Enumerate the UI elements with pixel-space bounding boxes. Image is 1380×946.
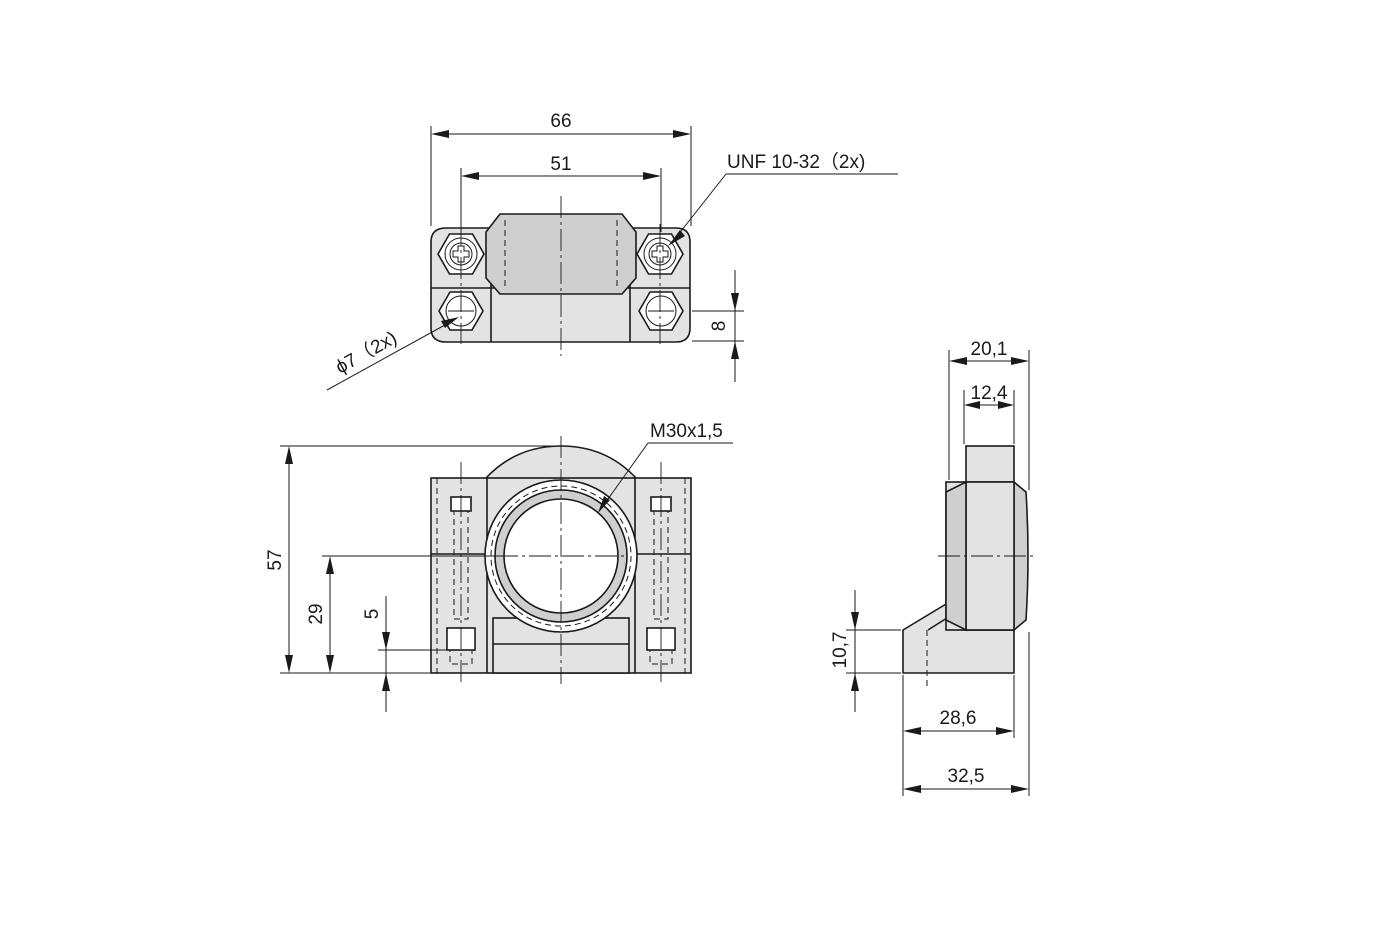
dim-20-1: 20,1 <box>971 339 1008 360</box>
dim-12-4: 12,4 <box>971 383 1008 404</box>
dim-29: 29 <box>306 603 327 624</box>
dim-10-7: 10,7 <box>830 632 851 669</box>
dim-28-6: 28,6 <box>940 708 977 729</box>
dim-32-5: 32,5 <box>948 766 985 787</box>
front-view <box>430 436 692 684</box>
top-view <box>430 196 691 356</box>
side-view <box>902 445 1036 688</box>
dim-5: 5 <box>362 609 383 620</box>
dim-66: 66 <box>550 111 571 132</box>
dim-51: 51 <box>550 154 571 175</box>
side-view-dimensions: 20,1 12,4 10,7 28,6 32,5 <box>830 339 1030 796</box>
dim-8: 8 <box>709 321 730 332</box>
callout-hole: ϕ7（2x) <box>332 327 401 379</box>
front-view-dimensions: M30x1,5 57 29 5 <box>265 421 733 712</box>
dim-57: 57 <box>265 549 286 570</box>
top-view-boss <box>485 213 637 295</box>
callout-unf: UNF 10-32（2x) <box>727 151 865 173</box>
callout-bore-thread: M30x1,5 <box>650 421 723 442</box>
